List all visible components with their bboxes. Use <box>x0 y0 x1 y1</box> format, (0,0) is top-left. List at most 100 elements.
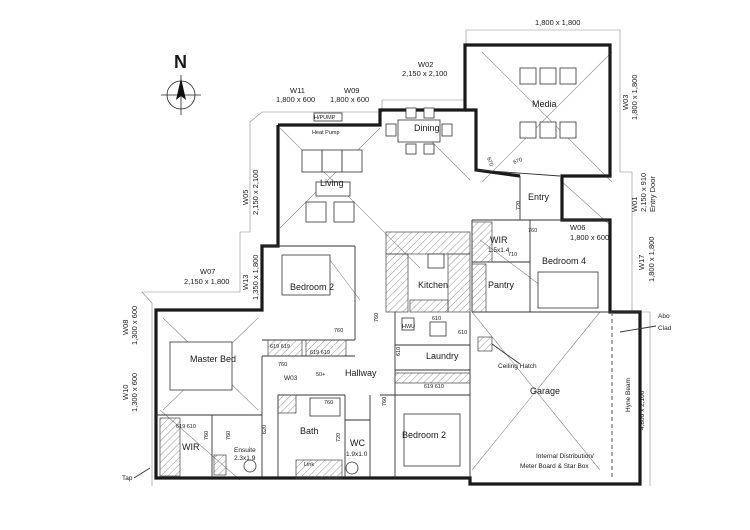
room-media: Media <box>532 99 557 109</box>
annotation-meter-board: Meter Board & Star Box <box>520 463 589 470</box>
kitchen-area <box>159 221 493 479</box>
room-garage: Garage <box>530 386 560 396</box>
room-ensuite-size: 2.3x1.9 <box>234 455 256 462</box>
door-760-bath: 760 <box>324 400 333 406</box>
ensuite-vanity <box>213 454 227 476</box>
dining-table <box>397 119 441 143</box>
room-wir-size: 1.5x1.4 <box>488 247 510 254</box>
door-760-bed2: 760 <box>334 328 343 334</box>
window-w01-size: 2,150 x 910 <box>639 173 648 212</box>
window-w03-code: W03 <box>621 95 630 110</box>
annotation-ceiling-hatch: Ceiling Hatch <box>498 363 537 370</box>
room-master-bed: Master Bed <box>190 354 236 364</box>
window-w06-code: W06 <box>570 223 585 232</box>
room-wc: WC <box>350 438 365 448</box>
furniture <box>169 67 613 478</box>
room-wir: WIR <box>490 235 508 245</box>
kitchen-island <box>409 299 449 313</box>
room-dining: Dining <box>414 123 440 133</box>
living-sofa <box>301 149 363 173</box>
window-w01-note: Entry Door <box>648 176 657 212</box>
bed2-top-bed <box>281 254 331 296</box>
room-entry: Entry <box>528 192 550 202</box>
annotation-internal-distribution: Internal Distribution/ <box>536 453 594 460</box>
shelving-2: 619 619 <box>310 350 330 356</box>
window-w08-size: 1,300 x 600 <box>130 306 139 345</box>
door-610: 610 <box>396 347 402 356</box>
shelving-labels: 619 619 619 619 619 610 619 610 <box>176 344 444 430</box>
room-ensuite: Ensuite <box>234 447 256 454</box>
shelving-4: 619 610 <box>176 424 196 430</box>
door-710: 710 <box>508 252 517 258</box>
room-wir-master: WIR <box>182 442 200 452</box>
window-w07-size: 2,150 x 1,800 <box>184 277 229 286</box>
master-bed-furniture <box>169 341 233 391</box>
laundry-shelf <box>394 372 471 384</box>
door-620: 620 <box>262 425 268 434</box>
window-w10-size: 1,300 x 600 <box>130 373 139 412</box>
door-widths: 670 670 720 710 760 760 760 760 760 760 … <box>204 157 537 442</box>
annotation-tap: Tap <box>122 475 133 482</box>
shelving-1: 619 619 <box>270 344 290 350</box>
room-kitchen: Kitchen <box>418 280 448 290</box>
window-w11-code: W11 <box>290 86 305 95</box>
window-w09-code: W09 <box>344 86 359 95</box>
window-w11-size: 1,800 x 600 <box>276 95 315 104</box>
linen-cupboard <box>305 339 347 357</box>
annotation-abo: Abo <box>658 313 670 320</box>
window-w03-size: 1,800 x 1,800 <box>630 75 639 120</box>
window-w08-code: W08 <box>121 320 130 335</box>
room-pantry: Pantry <box>488 280 515 290</box>
window-w09-size: 1,800 x 600 <box>330 95 369 104</box>
annotation-clad: Clad <box>658 325 672 332</box>
bed2-bottom-bed <box>403 413 461 467</box>
window-w06-size: 1,800 x 600 <box>570 233 609 242</box>
north-compass: N <box>161 52 201 115</box>
door-760-ens: 760 <box>226 431 232 440</box>
window-w02-size: 2,150 x 2,100 <box>402 69 447 78</box>
annotation-hwu: HWU <box>402 324 415 330</box>
ceiling-hatch-symbol <box>477 336 493 352</box>
window-w10-code: W10 <box>121 385 130 400</box>
shelving-3: 619 610 <box>424 384 444 390</box>
door-760-hall: 760 <box>278 362 287 368</box>
annotation-hyne-beam: Hyne Beam <box>625 378 632 412</box>
room-bedroom-2-top: Bedroom 2 <box>290 282 334 292</box>
coffee-table <box>315 181 351 197</box>
annotations: H/PUMP Heat Pump Ceiling Hatch Hyne Beam… <box>122 115 672 482</box>
master-wir-shelf <box>159 417 181 477</box>
window-top-size: 1,800 x 1,800 <box>535 18 580 27</box>
door-610-c: 610 <box>458 330 467 336</box>
window-w05-code: W05 <box>241 190 250 205</box>
kitchen-bench-side <box>385 253 409 313</box>
window-w13-size: 1,350 x 1,800 <box>251 255 260 300</box>
window-w13-code: W13 <box>241 275 250 290</box>
window-w17-code: W17 <box>637 255 646 270</box>
door-760-wir: 760 <box>204 431 210 440</box>
door-610-b: 610 <box>432 316 441 322</box>
door-670-a: 670 <box>485 157 494 168</box>
compass-north-label: N <box>174 52 187 72</box>
door-720: 720 <box>516 201 522 210</box>
window-w17-size: 1,800 x 1,800 <box>647 237 656 282</box>
hwu-box <box>401 317 415 331</box>
annotation-link: Link <box>304 462 314 468</box>
door-50plus: 50+ <box>316 372 325 378</box>
kitchen-bench-right <box>447 253 471 313</box>
room-bath: Bath <box>300 426 319 436</box>
bath-hatch <box>277 394 297 414</box>
kitchen-bench-back <box>385 231 471 255</box>
room-wc-size: 1.9x1.0 <box>346 451 368 458</box>
room-bedroom-4: Bedroom 4 <box>542 256 586 266</box>
annotation-garage-door: 4,800 x 2,100 <box>639 390 646 430</box>
bed4-bed <box>537 271 599 309</box>
bath-tub-surround <box>295 459 343 479</box>
window-w02-code: W02 <box>418 60 433 69</box>
room-labels: Media Dining Living Entry WIR 1.5x1.4 Be… <box>182 99 586 462</box>
bed2-robe <box>267 339 303 357</box>
room-hallway: Hallway <box>345 368 377 378</box>
room-bedroom-2-bottom: Bedroom 2 <box>402 430 446 440</box>
window-w05-size: 2,150 x 2,100 <box>251 170 260 215</box>
